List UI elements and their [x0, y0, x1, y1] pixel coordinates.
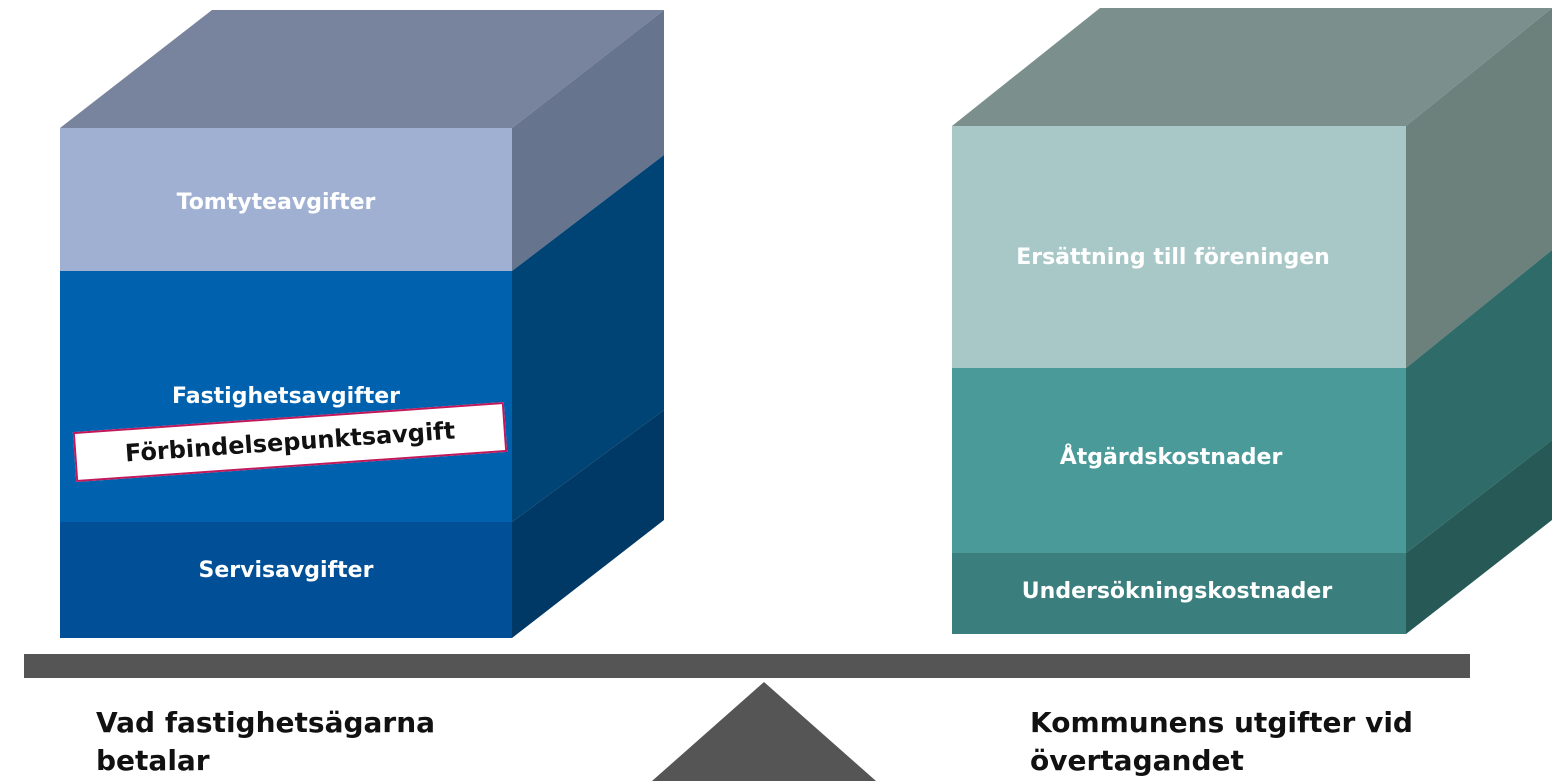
fulcrum-triangle [652, 682, 876, 781]
left-cube-side-lower [512, 410, 664, 638]
left-cube-label-servisavgifter: Servisavgifter [199, 558, 374, 583]
left-cube-label-tomtyteavgifter: Tomtyteavgifter [177, 190, 376, 215]
right-cube-label-atgardskostnader: Åtgärdskostnader [1060, 444, 1283, 470]
left-cube-label-fastighetsavgifter: Fastighetsavgifter [172, 384, 400, 409]
right-cube: Ersättning till föreningen Åtgärdskostna… [952, 8, 1552, 634]
left-cube-side-middle [512, 155, 664, 522]
right-cube-label-ersattning: Ersättning till föreningen [1016, 245, 1330, 270]
right-cube-layer-ersattning [952, 126, 1406, 368]
right-cube-side-middle [1406, 250, 1552, 553]
left-cube-top-face [60, 10, 664, 128]
right-cube-layer-atgardskostnader [952, 368, 1406, 553]
left-cube: Tomtyteavgifter Fastighetsavgifter Servi… [60, 10, 664, 638]
left-cube-side-upper [512, 10, 664, 271]
right-cube-label-undersokningskostnader: Undersökningskostnader [1022, 579, 1333, 604]
caption-right: Kommunens utgifter vid övertagandet [1030, 706, 1413, 777]
right-cube-layer-undersokningskostnader [952, 553, 1406, 634]
right-cube-top-face [952, 8, 1552, 126]
left-cube-layer-fastighetsavgifter [60, 271, 512, 522]
right-cube-side-lower [1406, 440, 1552, 634]
left-cube-layer-servisavgifter [60, 522, 512, 638]
left-cube-layer-tomtyteavgifter [60, 128, 512, 271]
right-cube-side-upper [1406, 8, 1552, 368]
caption-left: Vad fastighetsägarna betalar [96, 706, 436, 777]
balance-beam [24, 654, 1470, 678]
